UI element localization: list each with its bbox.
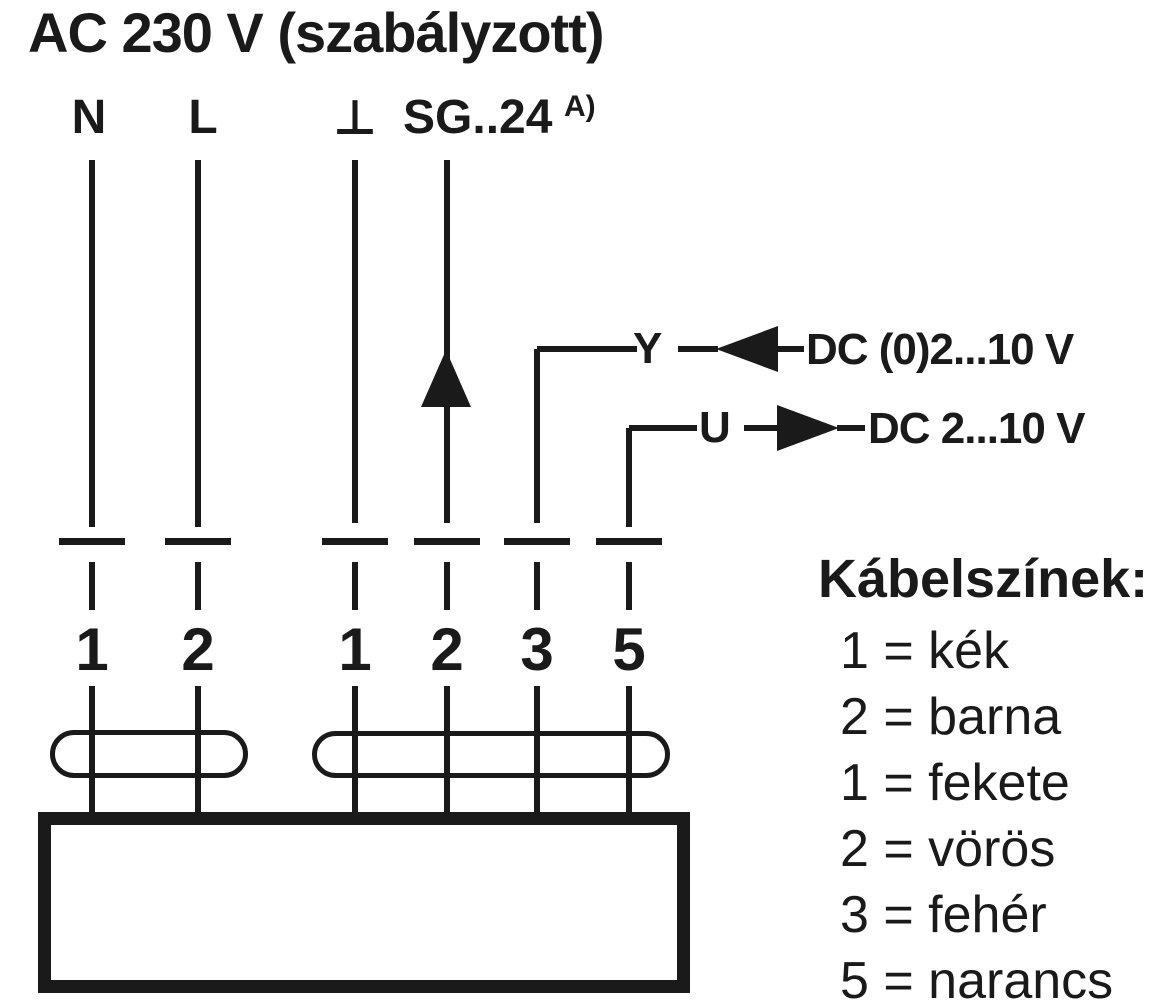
terminal-number: 1 (75, 616, 109, 683)
left-arrow-icon (716, 326, 778, 372)
terminal-tick-2 (165, 538, 231, 545)
ground-symbol: ⊥ (333, 90, 377, 146)
legend-entry: 2 = barna (840, 688, 1062, 746)
legend-entry: 3 = fehér (840, 886, 1047, 944)
cable-gland-right (312, 731, 670, 778)
terminal-tick-3 (322, 538, 388, 545)
legend-entry: 2 = vörös (840, 820, 1056, 878)
wire-y-mid (534, 562, 540, 610)
y-label: Y (633, 324, 662, 373)
wire-label-sg24: SG..24 (403, 91, 553, 144)
actuator-body (38, 812, 690, 993)
legend-entry: 1 = kék (840, 622, 1010, 680)
legend-entry: 1 = fekete (840, 754, 1070, 812)
terminal-tick-6 (596, 538, 662, 545)
terminal-number: 1 (338, 616, 372, 683)
wire-label-l: L (188, 91, 218, 144)
u-wire-horizontal (629, 425, 697, 431)
footnote-marker: A) (564, 90, 596, 123)
wire-n-mid (89, 562, 95, 610)
wire-sg-upper (444, 160, 450, 523)
wire-y-upper (534, 349, 540, 523)
wire-ground-lower (352, 686, 358, 815)
u-label: U (699, 403, 731, 452)
legend-entry: 5 = narancs (840, 952, 1114, 1004)
y-value: DC (0)2...10 V (806, 325, 1074, 374)
wire-ground-upper (352, 160, 358, 523)
terminal-tick-1 (59, 538, 125, 545)
terminal-number: 5 (612, 616, 646, 683)
wire-y-lower (534, 686, 540, 815)
y-dash-2 (778, 346, 804, 352)
u-dash (744, 425, 777, 431)
terminal-number: 3 (520, 616, 554, 683)
wire-l-upper (195, 160, 201, 527)
wire-n-lower (89, 686, 95, 815)
wire-label-n: N (71, 91, 107, 144)
cable-gland-left (50, 730, 248, 778)
wire-ground-mid (352, 562, 358, 610)
terminal-tick-5 (504, 538, 570, 545)
legend: Kábelszínek: 1 = kék 2 = barna 1 = feket… (818, 548, 1148, 1004)
wire-n-upper (89, 160, 95, 527)
terminal-number: 2 (181, 616, 215, 683)
legend-heading: Kábelszínek: (818, 549, 1149, 609)
wire-l-lower (195, 686, 201, 815)
wire-sg-mid (444, 562, 450, 610)
right-arrow-icon (777, 405, 839, 451)
wire-u-lower (626, 686, 632, 815)
wire-u-mid (626, 562, 632, 610)
y-dash (678, 346, 718, 352)
diagram-title: AC 230 V (szabályzott) (28, 1, 604, 64)
wire-sg-lower (444, 686, 450, 815)
u-dash-2 (837, 425, 865, 431)
wire-l-mid (195, 562, 201, 610)
wire-u-upper (626, 428, 632, 527)
terminal-number: 2 (430, 616, 464, 683)
terminal-tick-4 (414, 538, 480, 545)
u-value: DC 2...10 V (868, 404, 1085, 453)
up-arrow-icon (421, 350, 471, 407)
y-wire-horizontal (537, 346, 637, 352)
